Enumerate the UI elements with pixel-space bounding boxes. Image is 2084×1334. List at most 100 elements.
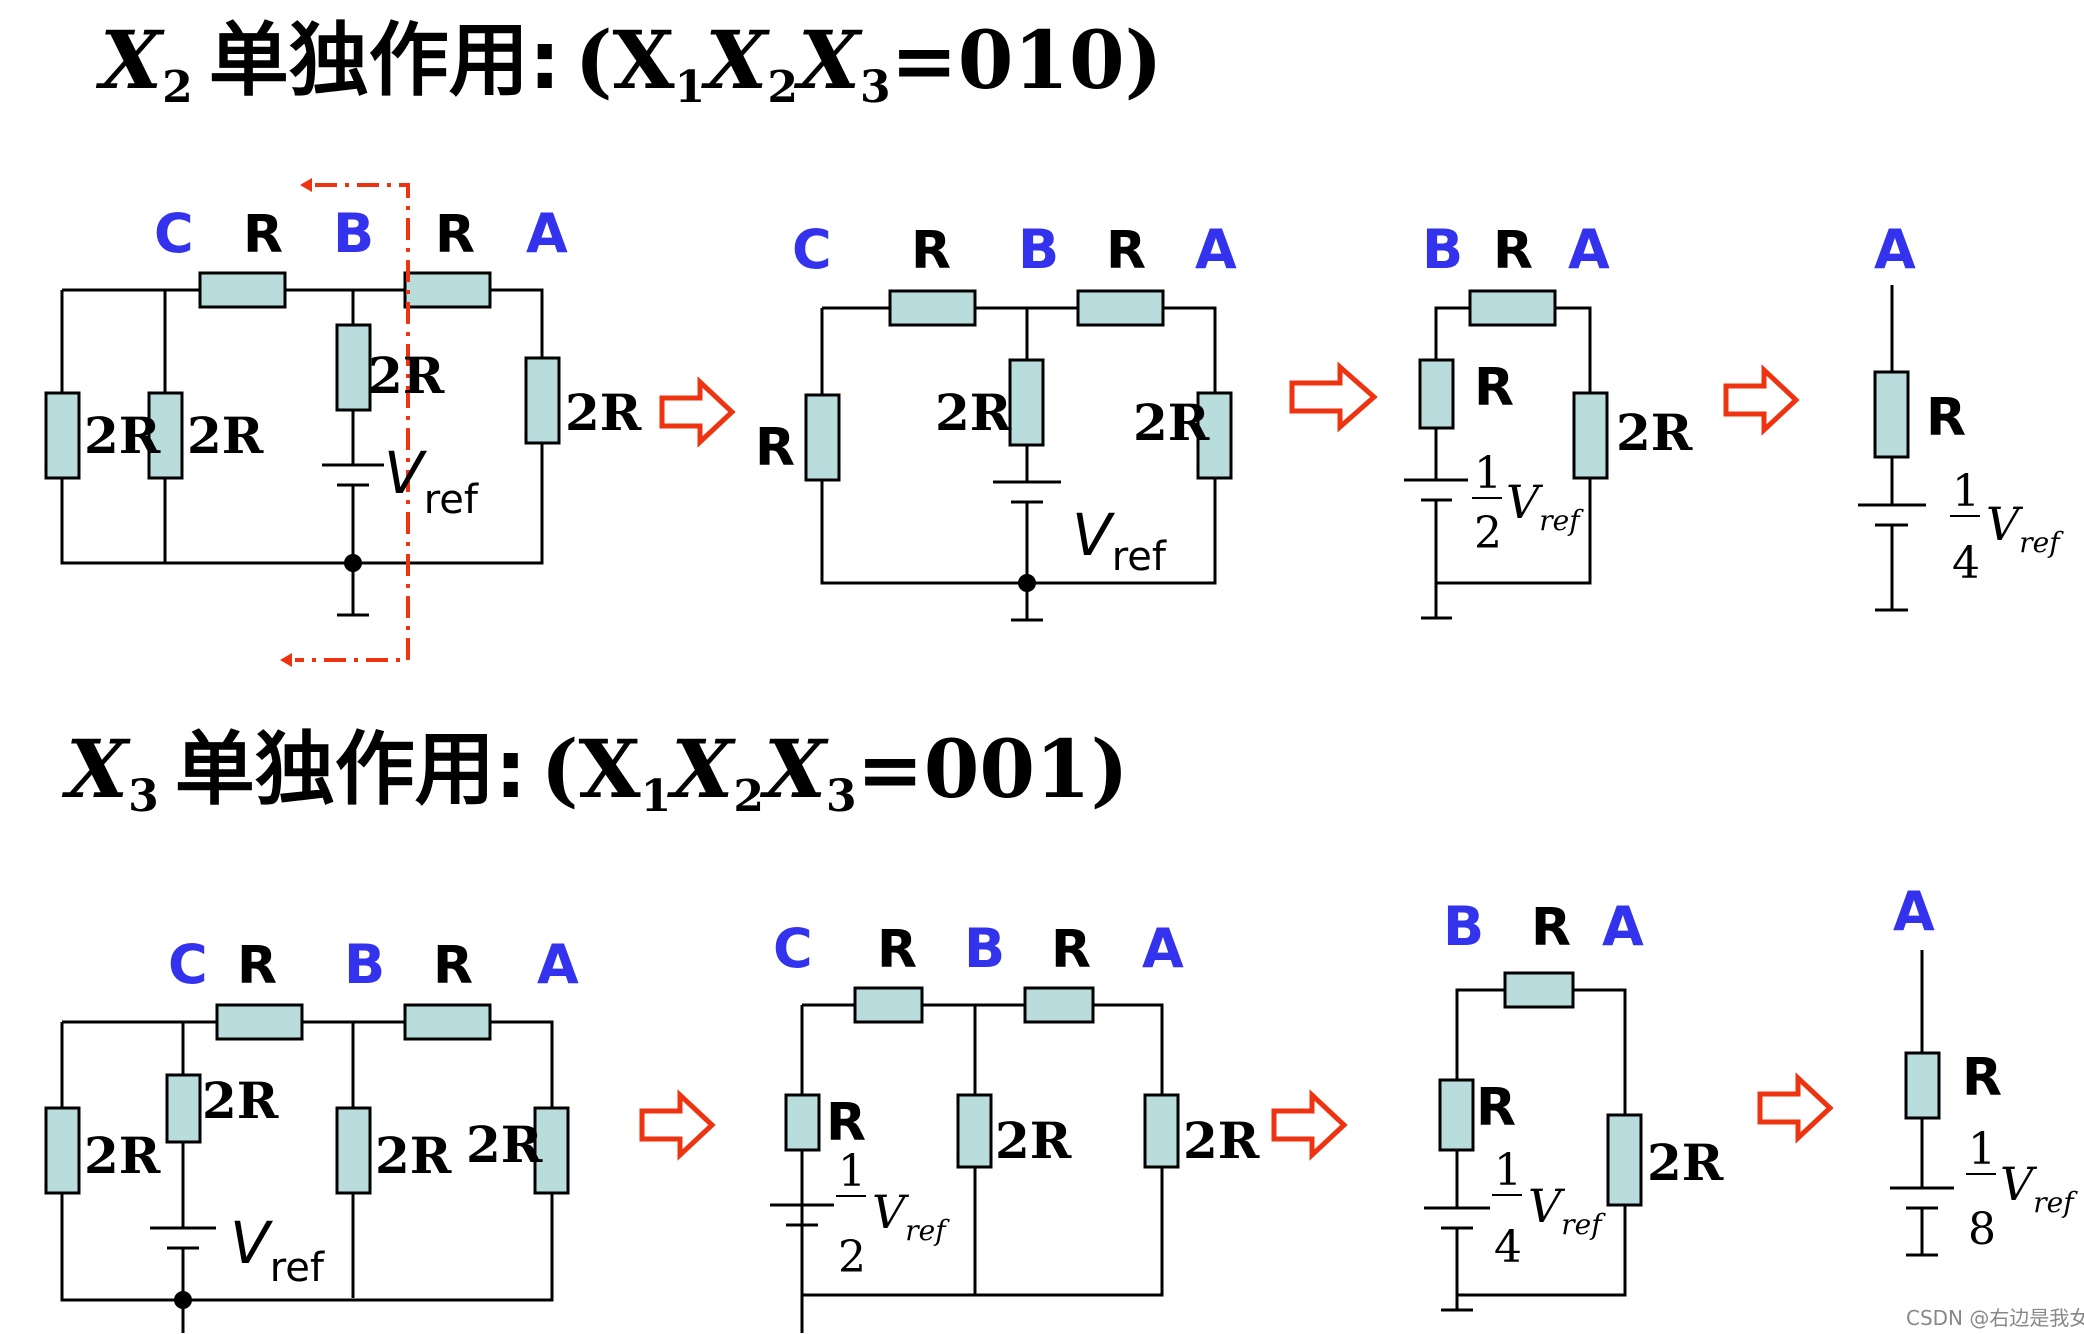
resistor [1196,391,1233,480]
resistor [1503,971,1575,1009]
2r-label: 2R [995,1111,1072,1170]
svg-text:1: 1 [1952,466,1980,517]
vref-label: Vref [1072,501,1167,580]
2r-label: 2R [466,1115,543,1174]
node-a-label: A [537,933,579,996]
resistor [1418,358,1455,430]
2r-label: 2R [935,383,1012,442]
r-label: R [1476,1078,1516,1138]
r-label: R [433,936,473,996]
resistor [1023,986,1095,1024]
fraction-half-vref: 1 2 Vref [1472,448,1584,559]
r-label: R [1051,920,1091,980]
2r-label: 2R [84,1126,161,1185]
resistor [165,1073,202,1144]
2r-label: 2R [202,1071,279,1130]
resistor [956,1093,993,1169]
s1-circuit-3: B R A R 2R 1 2 Vref [1404,218,1693,620]
node-a-label: A [1874,218,1916,281]
vref-label: Vref [2000,1157,2078,1219]
node-b-label: B [344,933,385,996]
arrow-right-icon [1289,361,1378,433]
node-a-label: A [1142,917,1184,980]
fraction-half-vref: 1 2 Vref [836,1146,950,1283]
node-c-label: C [773,917,813,980]
s2-circuit-2: C R B R A R 2R 2R 1 2 Vref [770,917,1260,1333]
resistor [335,323,372,412]
svg-text:4: 4 [1494,1222,1522,1273]
node-c-label: C [154,202,194,265]
s2-circuit-3: B R A R 2R 1 4 Vref [1424,895,1724,1312]
vref-label: Vref [1528,1179,1606,1241]
node-b-label: B [964,917,1005,980]
resistor [403,1003,492,1041]
r-label: R [1474,358,1514,418]
vref-label: Vref [1506,475,1584,537]
resistor [1904,1051,1941,1120]
resistor [1468,289,1557,327]
resistor [524,356,561,445]
r-label: R [1962,1048,2002,1108]
resistor [335,1106,372,1195]
r-label: R [1106,221,1146,281]
resistor [804,393,841,482]
watermark: CSDN @右边是我女神 [1906,1306,2084,1330]
node-a-label: A [1602,895,1644,958]
vref-label: Vref [384,439,479,523]
r-label: R [243,205,283,265]
r-label: R [826,1093,866,1153]
svg-text:1: 1 [1474,448,1502,499]
resistor [44,391,81,480]
r-label: R [755,418,795,478]
arrow-right-icon [639,1089,716,1161]
node-c-label: C [792,218,832,281]
arrow-right-icon [1271,1089,1348,1161]
resistor [888,289,977,327]
svg-text:1: 1 [1968,1124,1996,1175]
resistor [215,1003,304,1041]
r-label: R [1493,221,1533,281]
2r-label: 2R [565,383,642,442]
arrow-right-icon [659,376,736,448]
fraction-eighth-vref: 1 8 Vref [1966,1124,2078,1255]
node-a-label: A [526,202,568,265]
resistor [1438,1078,1475,1152]
2r-label: 2R [1616,403,1693,462]
r-label: R [1926,388,1966,448]
2r-label: 2R [84,406,161,465]
arrow-right-icon [1757,1072,1834,1144]
s1-circuit-4: A R 1 4 Vref [1858,218,2064,612]
s2-circuit-1: C R B R A 2R 2R 2R 2R Vref [44,933,579,1333]
r-label: R [1531,898,1571,958]
node-a-label: A [1893,880,1935,943]
r-label: R [435,205,475,265]
s1-circuit-1: C R B R A 2R 2R 2R 2R Vref [44,178,642,667]
resistor [533,1106,570,1195]
resistor [1572,391,1609,480]
node-b-label: B [1443,895,1484,958]
node-b-label: B [333,202,374,265]
node-a-label: A [1195,218,1237,281]
2r-label: 2R [187,406,264,465]
arrow-right-icon [1723,364,1800,436]
svg-text:2: 2 [1474,508,1502,559]
svg-text:4: 4 [1952,538,1980,589]
2r-label: 2R [1183,1111,1260,1170]
resistor [1008,358,1045,447]
resistor [44,1106,81,1195]
resistor [1606,1113,1643,1207]
fraction-quarter-vref: 1 4 Vref [1950,466,2064,589]
node-a-label: A [1568,218,1610,281]
r-label: R [877,920,917,980]
2r-label: 2R [375,1126,452,1185]
fraction-quarter-vref: 1 4 Vref [1492,1145,1606,1273]
svg-text:8: 8 [1968,1204,1996,1255]
svg-text:2: 2 [838,1232,866,1283]
r-label: R [237,936,277,996]
r-label: R [911,221,951,281]
resistor [1143,1093,1180,1169]
